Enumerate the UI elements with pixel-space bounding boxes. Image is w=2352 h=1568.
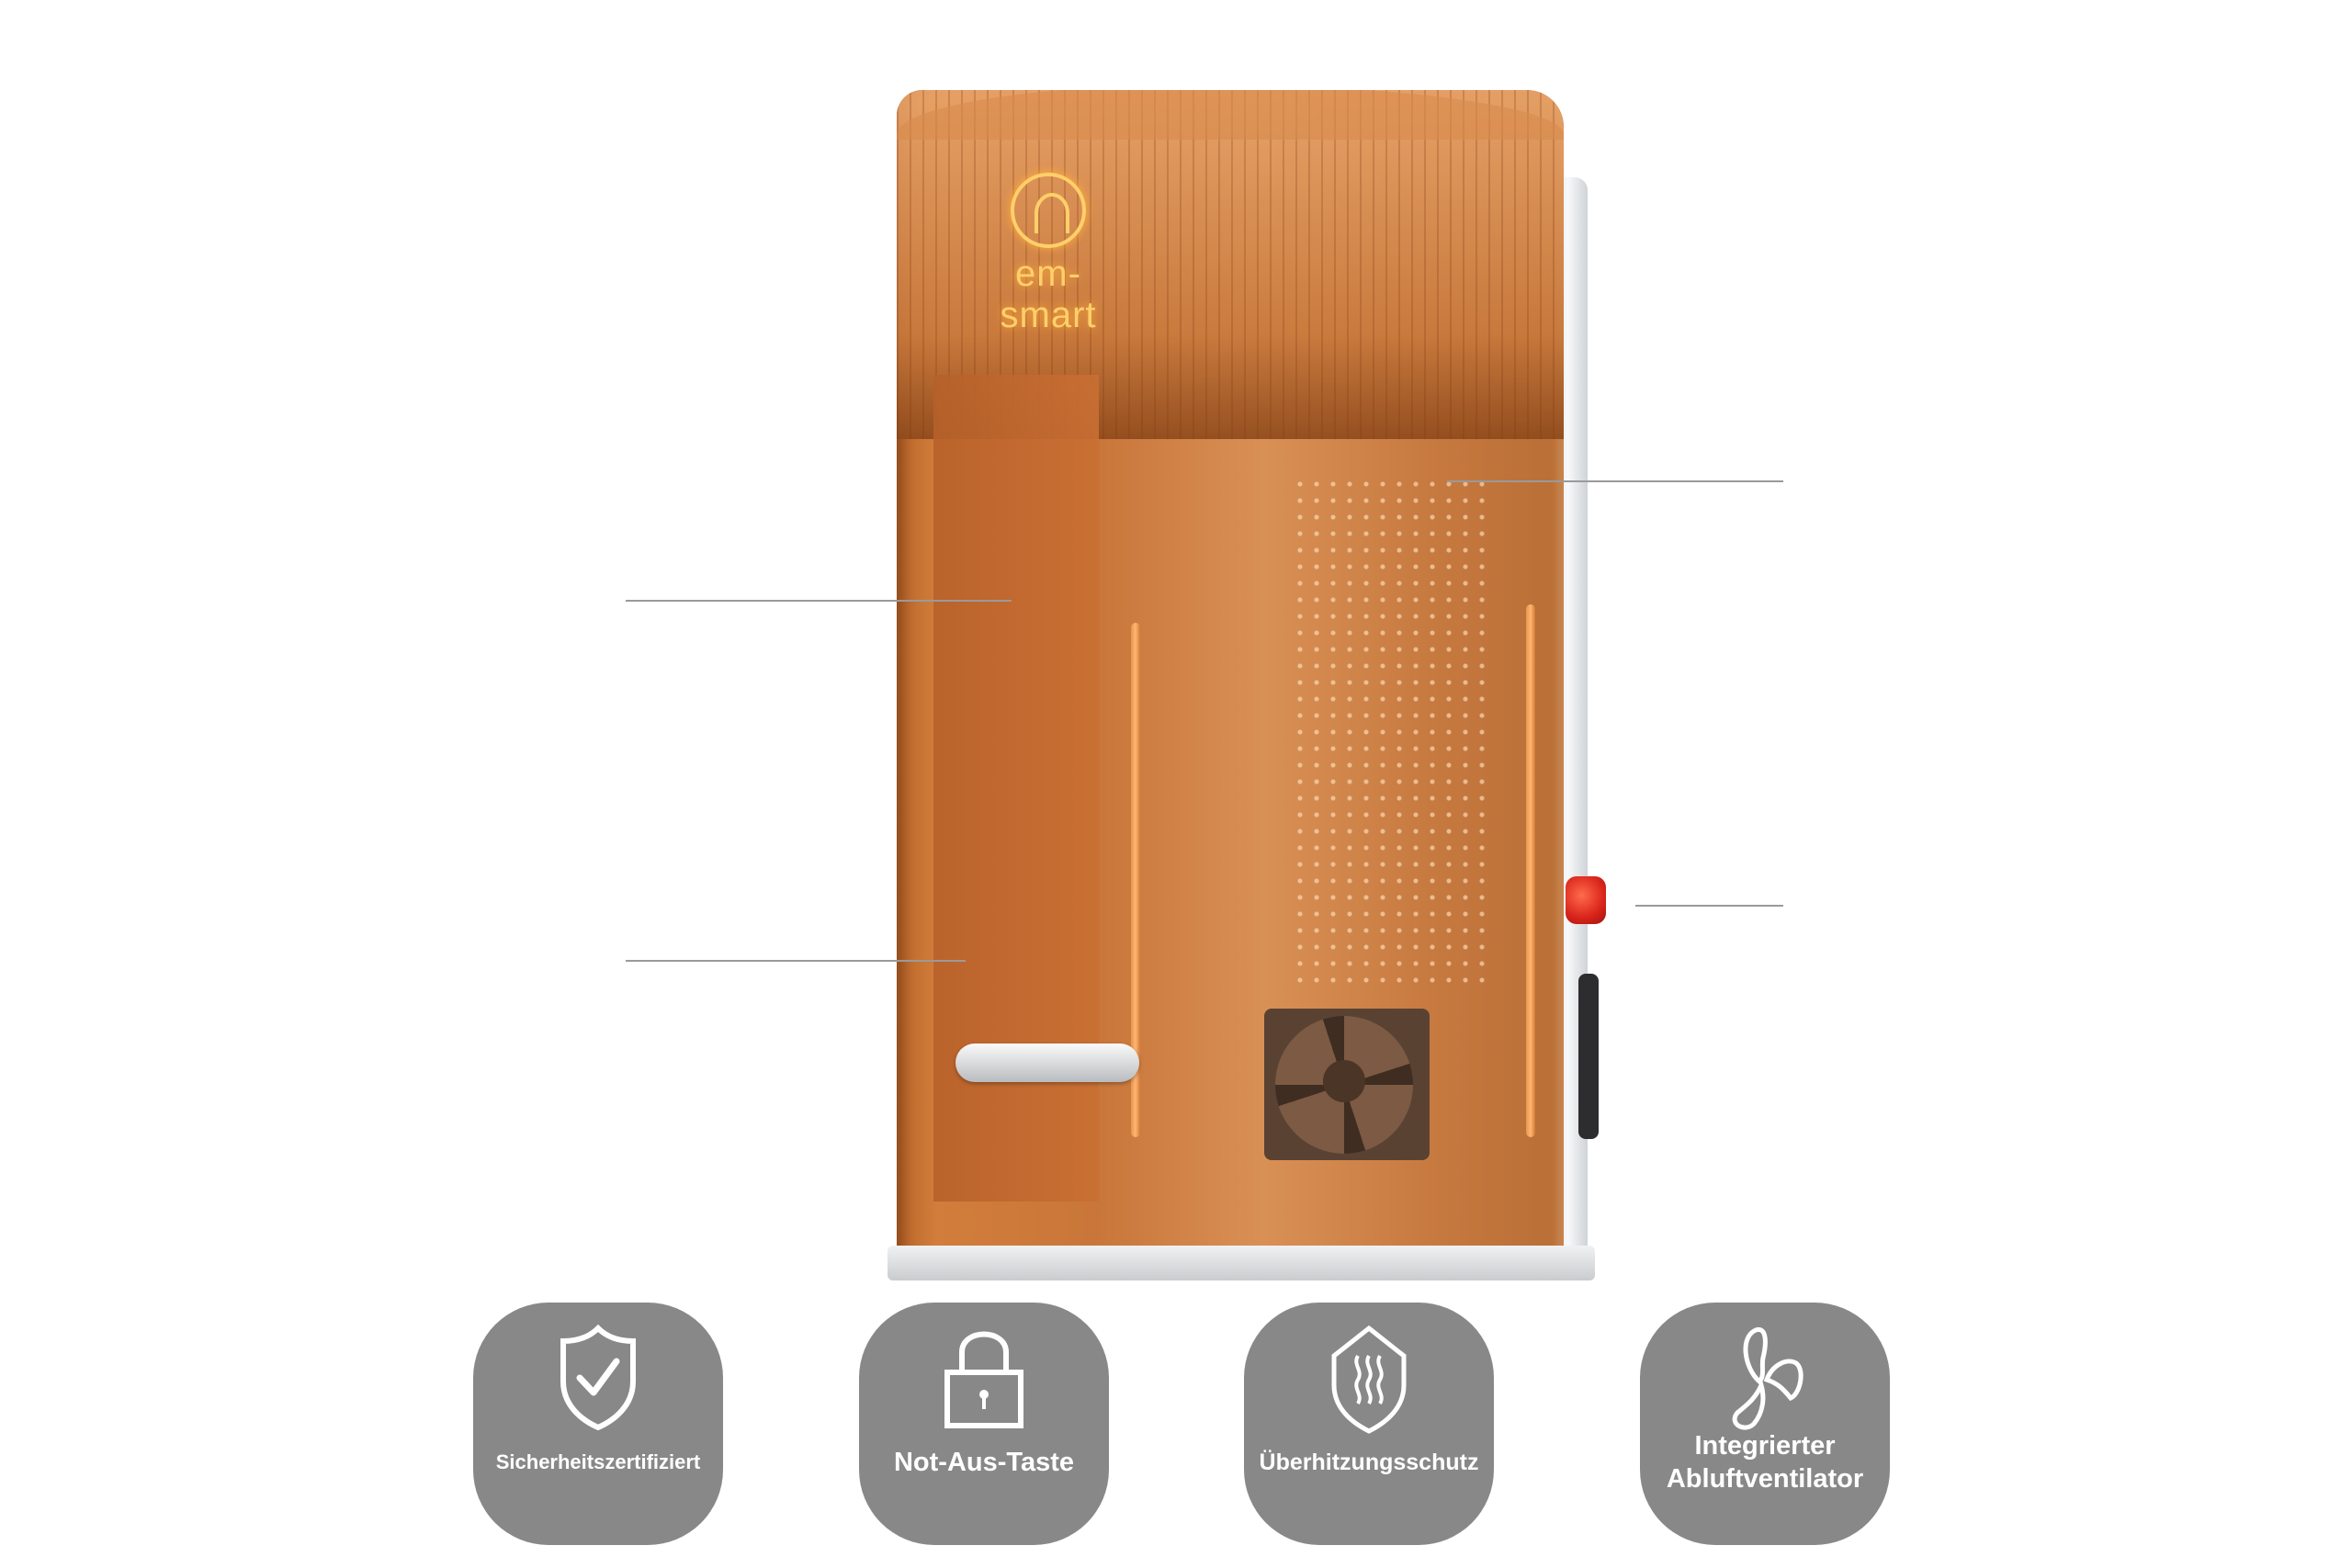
cover-top-curve	[897, 90, 1564, 140]
feature-label: Sicherheitszertifiziert	[495, 1450, 701, 1473]
control-button-strip	[1578, 974, 1599, 1139]
feature-label: Not-Aus-Taste	[893, 1448, 1075, 1477]
feature-card-overheat-protection: Überhitzungsschutz	[1244, 1303, 1494, 1545]
feature-card-safety-certified: Sicherheitszertifiziert	[473, 1303, 723, 1545]
leader-line-left-upper	[626, 600, 1012, 602]
feature-label-line2: Abluftventilator	[1666, 1464, 1864, 1494]
fan-hub	[1323, 1060, 1365, 1102]
printer-enclosure-image: em-smart	[888, 90, 1606, 1303]
brand-logo: em-smart	[984, 173, 1113, 336]
brand-logo-text: em-smart	[1000, 254, 1097, 335]
feature-label: Integrierter Abluftventilator	[1640, 1429, 1890, 1495]
heat-shield-icon	[1331, 1325, 1407, 1434]
feature-card-exhaust-fan: Integrierter Abluftventilator	[1640, 1303, 1890, 1545]
fan-icon	[1732, 1327, 1804, 1430]
brand-logo-icon	[1011, 173, 1086, 248]
leader-line-right-lower	[1635, 905, 1783, 907]
printer-base	[888, 1246, 1595, 1280]
guide-rod-right	[1526, 604, 1535, 1137]
feature-card-emergency-stop: Not-Aus-Taste	[859, 1303, 1109, 1545]
feature-label-line1: Integrierter	[1694, 1431, 1836, 1461]
padlock-icon	[944, 1331, 1023, 1428]
printer-orange-cover: em-smart	[897, 90, 1564, 1275]
guide-rod-left	[1131, 623, 1140, 1137]
exhaust-fan	[1264, 1009, 1430, 1160]
leader-line-right-upper	[1447, 480, 1783, 482]
cover-handle	[956, 1043, 1139, 1082]
feature-label: Überhitzungsschutz	[1259, 1450, 1479, 1475]
perforated-panel	[1292, 476, 1494, 990]
shield-check-icon	[560, 1325, 636, 1430]
leader-line-left-lower	[626, 960, 966, 962]
emergency-stop-button	[1566, 876, 1606, 924]
